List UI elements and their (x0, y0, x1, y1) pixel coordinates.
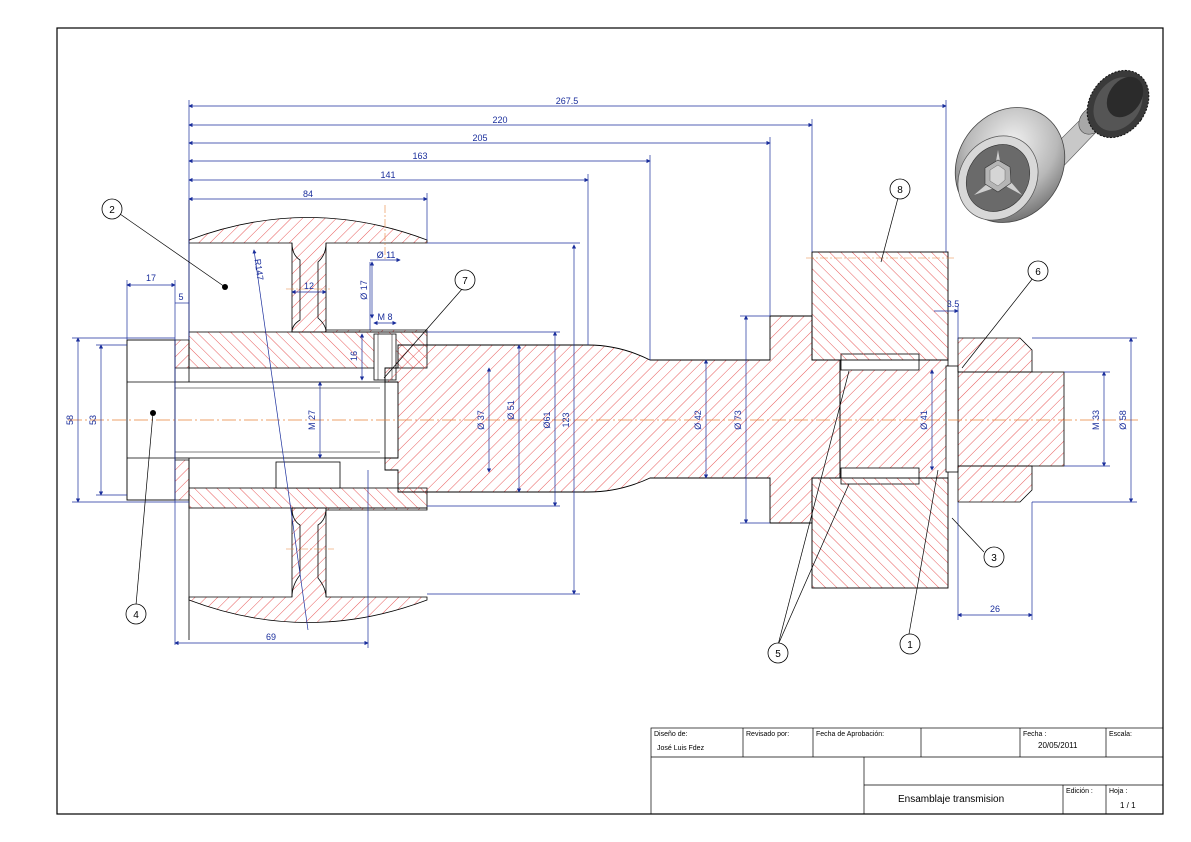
dim-5: 5 (178, 292, 183, 302)
balloon-1: 1 (899, 633, 921, 655)
dim-123: 123 (561, 412, 571, 427)
balloon-7-label: 7 (462, 276, 468, 287)
balloon-3-label: 3 (991, 553, 997, 564)
balloon-5: 5 (767, 642, 789, 664)
balloon-1-label: 1 (907, 640, 913, 651)
drawing-title: Ensamblaje transmision (898, 794, 1004, 805)
approval-label: Fecha de Aprobación: (816, 731, 884, 738)
dim-dia-17: Ø 17 (359, 280, 369, 300)
balloon-3: 3 (983, 546, 1005, 568)
scale-label: Escala: (1109, 731, 1132, 738)
dim-dia-11: Ø 11 (377, 250, 396, 260)
balloon-2: 2 (101, 198, 123, 220)
balloon-8: 8 (889, 178, 911, 200)
balloon-6-label: 6 (1035, 267, 1041, 278)
dim-3-5: 3.5 (947, 299, 960, 309)
dimension-lines (72, 100, 1137, 648)
designer-label: Diseño de: (654, 731, 688, 738)
dim-dia-61: Ø61 (542, 411, 552, 428)
shaft-assembly-3d-view (954, 69, 1150, 223)
dim-r147: R147 (253, 258, 266, 281)
date-label: Fecha : (1023, 731, 1046, 738)
dim-267-5: 267.5 (556, 96, 579, 106)
balloons (119, 197, 1034, 646)
dim-205: 205 (472, 133, 487, 143)
edition-label: Edición : (1066, 788, 1093, 795)
sheet-value: 1 / 1 (1120, 801, 1136, 810)
dim-m33: M 33 (1091, 410, 1101, 430)
balloon-2-label: 2 (109, 205, 115, 216)
dim-16: 16 (349, 351, 359, 361)
dim-dia-42: Ø 42 (693, 410, 703, 430)
dim-69: 69 (266, 632, 276, 642)
balloon-4-label: 4 (133, 610, 139, 621)
dim-dia-37: Ø 37 (476, 410, 486, 430)
dim-141: 141 (380, 170, 395, 180)
dim-dia-58: Ø 58 (1118, 410, 1128, 430)
dim-17: 17 (146, 273, 156, 283)
dim-84: 84 (303, 189, 313, 199)
dim-dia-41: Ø 41 (919, 410, 929, 430)
dim-220: 220 (492, 115, 507, 125)
dim-m27: M 27 (307, 410, 317, 430)
dim-12: 12 (304, 281, 314, 291)
sheet-label: Hoja : (1109, 788, 1127, 795)
date-value: 20/05/2011 (1038, 741, 1078, 750)
balloon-7: 7 (454, 269, 476, 291)
dim-m8: M 8 (377, 312, 392, 322)
balloon-8-label: 8 (897, 185, 903, 196)
dim-dia-51: Ø 51 (506, 400, 516, 420)
designer-name: José Luis Fdez (657, 745, 705, 752)
balloon-4: 4 (125, 603, 147, 625)
gear-section (811, 251, 1033, 589)
dim-53: 53 (88, 415, 98, 425)
dim-58: 58 (65, 415, 75, 425)
dim-26: 26 (990, 604, 1000, 614)
balloon-6: 6 (1027, 260, 1049, 282)
dim-163: 163 (412, 151, 427, 161)
dim-dia-73: Ø 73 (733, 410, 743, 430)
sheet-border (56, 27, 1164, 815)
title-block (650, 727, 1164, 815)
balloon-5-label: 5 (775, 649, 781, 660)
reviewed-label: Revisado por: (746, 731, 789, 738)
dimension-labels: 267.5 220 205 163 141 84 17 5 12 Ø 11 Ø … (65, 96, 1128, 642)
